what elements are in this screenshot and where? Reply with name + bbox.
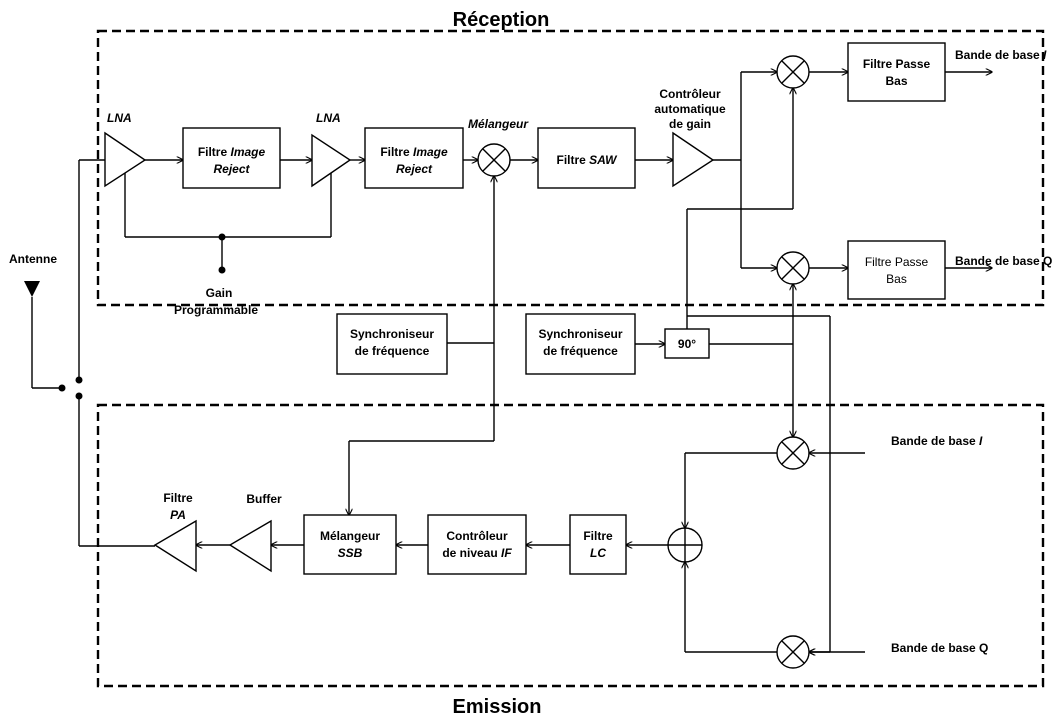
agc-label-1: Contrôleur	[659, 87, 721, 101]
pa-label-1: Filtre	[163, 491, 193, 505]
reception-mixer-i	[776, 55, 810, 89]
pa-amplifier	[153, 519, 197, 573]
mixer-ssb-label-2: SSB	[338, 546, 363, 560]
synchroniseur-frequence-2	[525, 313, 636, 375]
filtre-passe-bas-i	[847, 42, 946, 102]
switch-dot	[58, 384, 66, 392]
filtre-saw-label: Filtre SAW	[556, 153, 618, 167]
filtre-image-reject-1-label: Filtre Image	[198, 145, 266, 159]
emission-mixer-q	[776, 635, 810, 669]
filtre-lc-label-2: LC	[590, 546, 606, 560]
lpf-q-label-2: Bas	[886, 272, 907, 286]
filtre-lc	[569, 514, 627, 575]
filtre-image-reject-1	[182, 127, 281, 189]
lna-label-1: LNA	[107, 111, 132, 125]
filtre-image-reject-2	[364, 127, 464, 189]
lpf-i-label-1: Filtre Passe	[863, 57, 931, 71]
reception-mixer	[477, 143, 511, 177]
filtre-image-reject-2-label: Filtre Image	[380, 145, 448, 159]
lna-label-2: LNA	[316, 111, 341, 125]
synth1-label-2: de fréquence	[355, 344, 430, 358]
bande-base-i-input: Bande de base I	[891, 434, 983, 448]
mixer-ssb-label-1: Mélangeur	[320, 529, 380, 543]
pa-label-2: PA	[170, 508, 186, 522]
junction-dot	[218, 266, 226, 274]
antenne-label: Antenne	[9, 252, 57, 266]
synth2-label-1: Synchroniseur	[538, 327, 622, 341]
buffer-amplifier	[228, 519, 272, 573]
bande-base-q-output: Bande de base Q	[955, 254, 1052, 268]
bande-base-i-output: Bande de base I	[955, 48, 1047, 62]
synth1-label-1: Synchroniseur	[350, 327, 434, 341]
ctrl-if-label-1: Contrôleur	[446, 529, 508, 543]
ctrl-if-label-2: de niveau IF	[442, 546, 512, 560]
phase-label: 90°	[678, 337, 696, 351]
synth2-label-2: de fréquence	[543, 344, 618, 358]
emission-mixer-i	[776, 436, 810, 470]
agc-amplifier	[672, 131, 715, 188]
melangeur-ssb	[303, 514, 397, 575]
reception-frame	[96, 29, 1045, 307]
agc-label-3: de gain	[669, 117, 711, 131]
gain-label-1: Gain	[206, 286, 233, 300]
junction-dot	[218, 233, 226, 241]
filtre-saw	[537, 127, 636, 189]
summer	[667, 527, 703, 563]
lpf-i-label-2: Bas	[885, 74, 907, 88]
bande-base-q-input: Bande de base Q	[891, 641, 988, 655]
agc-label-2: automatique	[654, 102, 726, 116]
controleur-niveau-if	[427, 514, 527, 575]
buffer-label: Buffer	[246, 492, 282, 506]
emission-title: Emission	[453, 696, 542, 718]
switch-dot	[75, 376, 83, 384]
reception-title: Réception	[453, 9, 550, 31]
antenna-icon	[24, 281, 40, 297]
gain-label-2: Programmable	[174, 303, 258, 317]
filtre-passe-bas-q	[847, 240, 946, 300]
filtre-image-reject-1-label-2: Reject	[213, 162, 250, 176]
filtre-lc-label-1: Filtre	[583, 529, 613, 543]
synchroniseur-frequence-1	[336, 313, 448, 375]
melangeur-label: Mélangeur	[468, 117, 529, 131]
lpf-q-label-1: Filtre Passe	[865, 255, 929, 269]
filtre-image-reject-2-label-2: Reject	[396, 162, 433, 176]
reception-mixer-q	[776, 251, 810, 285]
